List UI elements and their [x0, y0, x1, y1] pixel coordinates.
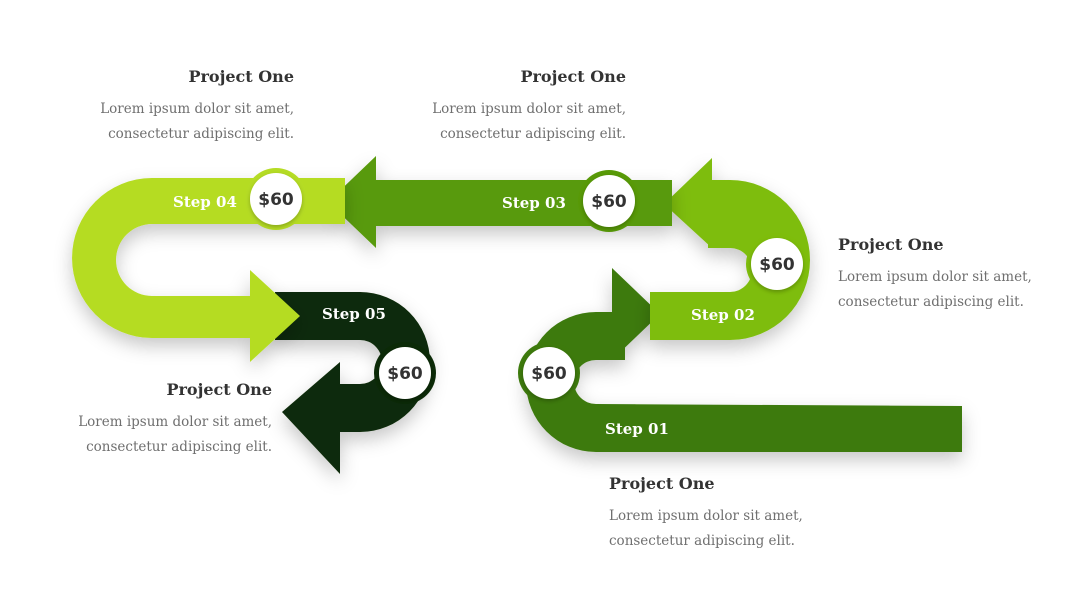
description-line: consectetur adipiscing elit.: [86, 439, 272, 455]
step-03-arrowhead: [328, 156, 376, 248]
description-title: Project One: [838, 235, 944, 254]
description-title: Project One: [188, 67, 294, 86]
step-03-badge-face: [583, 175, 635, 227]
step-01-description: Project One Lorem ipsum dolor sit amet, …: [609, 474, 869, 554]
step-02-segment: [650, 158, 810, 340]
description-line: consectetur adipiscing elit.: [108, 126, 294, 142]
step-02-price-badge: $60: [746, 233, 808, 295]
step-01-band: [526, 312, 962, 452]
step-04-arrowhead: [250, 270, 300, 362]
description-line: consectetur adipiscing elit.: [838, 294, 1024, 310]
step-05-price-badge: $60: [374, 342, 436, 404]
step-04-label: Step 04: [173, 193, 237, 211]
step-04-description: Project One Lorem ipsum dolor sit amet, …: [34, 67, 294, 147]
description-line: Lorem ipsum dolor sit amet,: [100, 101, 294, 117]
step-03-price-badge: $60: [578, 170, 640, 232]
step-02-arrowhead: [664, 158, 712, 248]
step-05-label: Step 05: [322, 305, 386, 323]
description-title: Project One: [520, 67, 626, 86]
step-03-description: Project One Lorem ipsum dolor sit amet, …: [366, 67, 626, 147]
step-02-description: Project One Lorem ipsum dolor sit amet, …: [838, 235, 1073, 315]
step-04-price: $60: [258, 190, 294, 210]
step-02-label: Step 02: [691, 306, 755, 324]
description-line: Lorem ipsum dolor sit amet,: [432, 101, 626, 117]
step-04-badge-face: [250, 173, 302, 225]
step-03-label: Step 03: [502, 194, 566, 212]
step-01-price-badge: $60: [518, 342, 580, 404]
step-05-arrowhead: [282, 362, 340, 474]
step-05-badge-face: [379, 347, 431, 399]
step-02-band: [650, 180, 810, 340]
description-line: Lorem ipsum dolor sit amet,: [78, 414, 272, 430]
step-02-badge-face: [751, 238, 803, 290]
step-03-price: $60: [591, 192, 627, 212]
description-title: Project One: [166, 380, 272, 399]
description-title: Project One: [609, 474, 715, 493]
step-01-badge-face: [523, 347, 575, 399]
step-04-price-badge: $60: [245, 168, 307, 230]
step-01-segment: [526, 268, 962, 452]
description-line: consectetur adipiscing elit.: [440, 126, 626, 142]
step-01-price: $60: [531, 364, 567, 384]
step-01-arrowhead: [612, 268, 660, 360]
step-02-price: $60: [759, 255, 795, 275]
description-line: Lorem ipsum dolor sit amet,: [609, 508, 803, 524]
step-05-price: $60: [387, 364, 423, 384]
step-05-description: Project One Lorem ipsum dolor sit amet, …: [12, 380, 272, 460]
step-01-label: Step 01: [605, 420, 669, 438]
description-line: consectetur adipiscing elit.: [609, 533, 795, 549]
description-line: Lorem ipsum dolor sit amet,: [838, 269, 1032, 285]
